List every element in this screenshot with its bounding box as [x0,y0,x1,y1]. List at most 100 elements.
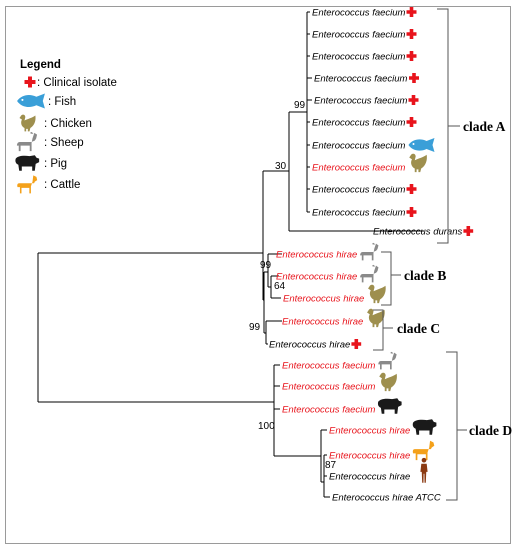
taxon-label: Enterococcus faecium [312,29,406,40]
tree-leaf: Enterococcus hirae [326,419,437,436]
legend-title: Legend [20,59,61,71]
taxon-label: Enterococcus faecium [282,404,376,415]
red-cross-icon [351,339,362,349]
fish-icon [17,93,45,109]
sheep-icon [16,132,38,152]
tree-leaf: Enterococcus faecium [274,351,397,371]
taxon-label: Enterococcus hirae [329,450,410,461]
taxon-label: Enterococcus durans [373,226,462,237]
clade-a-label: clade A [463,119,506,134]
taxon-label: Enterococcus faecium [314,95,408,106]
legend-label: : Cattle [44,179,80,191]
tree-branches [37,12,424,497]
tree-leaf: Enterococcus faecium [307,153,427,173]
legend-label: : Chicken [44,118,92,130]
red-cross-icon [406,29,417,39]
legend-label: : Clinical isolate [37,77,117,89]
taxon-label: Enterococcus hirae [276,249,357,260]
bracket-clade-c [373,309,384,351]
red-cross-icon [406,7,417,17]
taxon-label: Enterococcus hirae [283,293,364,304]
bootstrap-c-99: 99 [249,322,261,333]
taxon-label: Enterococcus faecium [312,51,406,62]
tree-leaf: Enterococcus hirae [282,308,385,328]
tree-leaf: Enterococcus faecium [307,207,417,218]
bootstrap-a-30: 30 [275,161,287,172]
red-cross-icon [406,184,417,194]
taxon-label: Enterococcus hirae [282,316,363,327]
cattle-icon [412,440,435,461]
legend-item-pig: : Pig [15,155,67,171]
clade-brackets [373,8,467,501]
pig-icon [412,419,437,435]
tree-leaf: Enterococcus faecium [307,117,417,128]
taxon-label: Enterococcus faecium [314,73,408,84]
chicken-icon [367,308,385,328]
red-cross-icon [406,207,417,217]
tree-leaf: Enterococcus faecium [307,184,417,195]
legend: Legend : Clinical isolate : Fish : Chicken… [15,59,117,194]
legend-item-cattle: : Cattle [17,175,80,194]
taxon-label: Enterococcus hirae [329,471,410,482]
tree-leaf: Enterococcus faecium [307,7,417,18]
legend-item-sheep: : Sheep [16,132,84,152]
bootstrap-d-100: 100 [258,421,275,432]
tree-leaf: Enterococcus faecium [307,73,419,84]
human-icon [420,457,428,483]
tree-leaf: Enterococcus faecium [307,138,435,152]
taxon-label: Enterococcus faecium [312,207,406,218]
bootstrap-values: 99 30 99 64 99 100 87 [249,100,337,471]
tree-leaf: Enterococcus faecium [307,95,419,106]
chicken-icon [368,284,386,304]
clade-b-label: clade B [404,268,446,283]
legend-item-chicken: : Chicken [19,114,92,132]
pig-icon [15,155,40,171]
clade-c-label: clade C [397,321,440,336]
taxon-label: Enterococcus hirae [276,271,357,282]
taxon-label: Enterococcus faecium [312,117,406,128]
taxon-label: Enterococcus faecium [312,162,406,173]
sheep-icon [360,264,379,283]
red-cross-icon [406,117,417,127]
chicken-icon [409,153,427,173]
pig-icon [377,398,402,414]
taxon-label: Enterococcus faecium [312,184,406,195]
taxon-label: Enterococcus faecium [282,381,376,392]
tree-leaf: Enterococcus faecium [274,398,402,415]
legend-label: : Pig [44,158,67,170]
tree-leaf: Enterococcus faecium [307,51,417,62]
tree-leaf: Enterococcus hirae [276,264,379,283]
tree-leaf: Enterococcus faecium [307,29,417,40]
bootstrap-d-87: 87 [325,460,337,471]
tree-leaf: Enterococcus hirae [324,440,435,461]
chicken-icon [379,372,397,392]
legend-items: : Clinical isolate : Fish : Chicken : Sheep… [15,76,117,194]
legend-label: : Fish [48,96,76,108]
legend-item-fish: : Fish [17,93,76,109]
taxon-label: Enterococcus hirae ATCC [332,492,441,503]
red-cross-icon [406,51,417,61]
chicken-icon [19,114,36,132]
bracket-clade-a [437,8,449,244]
fish-icon [408,138,435,152]
tree-leaf: Enterococcus hirae [283,284,386,304]
taxon-label: Enterococcus hirae [329,425,410,436]
bootstrap-b-99: 99 [260,260,272,271]
tree-leaf: Enterococcus hirae [276,242,379,261]
sheep-icon [378,351,397,370]
tree-leaf: Enterococcus hirae ATCC [324,492,441,503]
taxon-label: Enterococcus faecium [312,7,406,18]
red-cross-icon [409,73,419,83]
tree-leaf: Enterococcus hirae [269,339,362,350]
clade-labels: clade A clade B clade C clade D [397,119,512,438]
bootstrap-b-64: 64 [274,281,286,292]
red-cross-icon [463,226,474,236]
tree-leaf: Enterococcus faecium [274,372,397,392]
bracket-clade-d [446,351,458,501]
taxon-label: Enterococcus faecium [282,360,376,371]
tree-leaf: Enterococcus hirae [324,457,428,483]
clade-d-label: clade D [469,423,512,438]
taxon-label: Enterococcus faecium [312,140,406,151]
red-cross-icon [24,76,36,88]
